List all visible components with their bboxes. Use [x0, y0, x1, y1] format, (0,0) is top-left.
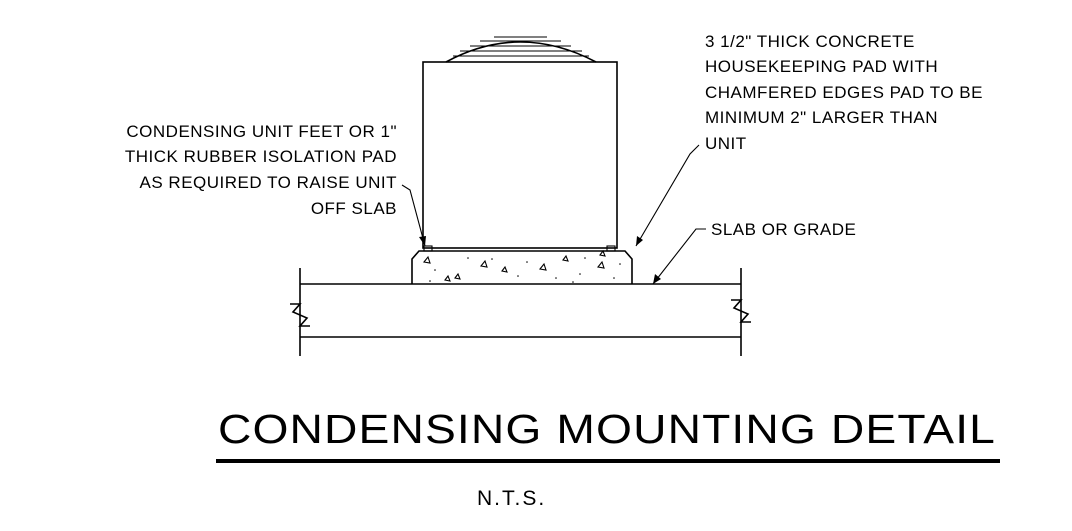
concrete-aggregate-texture	[422, 249, 621, 283]
pad-note-line-2: HOUSEKEEPING PAD WITH	[705, 57, 938, 76]
slab	[290, 268, 751, 356]
feet-note-line-1: CONDENSING UNIT FEET OR 1"	[126, 122, 397, 141]
slab-right-break-symbol	[731, 299, 751, 323]
drawing-title: CONDENSING MOUNTING DETAIL	[218, 406, 996, 452]
unit-fan-dome	[445, 41, 597, 63]
feet-note-line-3: AS REQUIRED TO RAISE UNIT	[140, 173, 397, 192]
slab-note: SLAB OR GRADE	[711, 220, 856, 239]
condensing-unit	[422, 36, 618, 252]
feet-note-leader	[401, 184, 426, 247]
pad-note-line-1: 3 1/2" THICK CONCRETE	[705, 32, 915, 51]
unit-fan-grille	[453, 36, 589, 57]
scale-note: N.T.S.	[477, 487, 546, 510]
unit-body	[422, 61, 618, 249]
leader-lines	[401, 144, 706, 285]
pad-note-line-4: MINIMUM 2" LARGER THAN	[705, 108, 938, 127]
unit-feet	[423, 245, 616, 252]
feet-note-line-4: OFF SLAB	[311, 199, 397, 218]
slab-left-break-symbol	[290, 303, 310, 327]
slab-note-leader	[652, 228, 706, 285]
pad-note-line-5: UNIT	[705, 134, 747, 153]
pad-note-leader	[635, 144, 700, 247]
pad-note-line-3: CHAMFERED EDGES PAD TO BE	[705, 83, 983, 102]
feet-note-line-2: THICK RUBBER ISOLATION PAD	[125, 147, 397, 166]
pad-note: 3 1/2" THICK CONCRETE HOUSEKEEPING PAD W…	[705, 32, 983, 153]
feet-note: CONDENSING UNIT FEET OR 1" THICK RUBBER …	[125, 122, 397, 218]
concrete-pad	[411, 249, 633, 284]
